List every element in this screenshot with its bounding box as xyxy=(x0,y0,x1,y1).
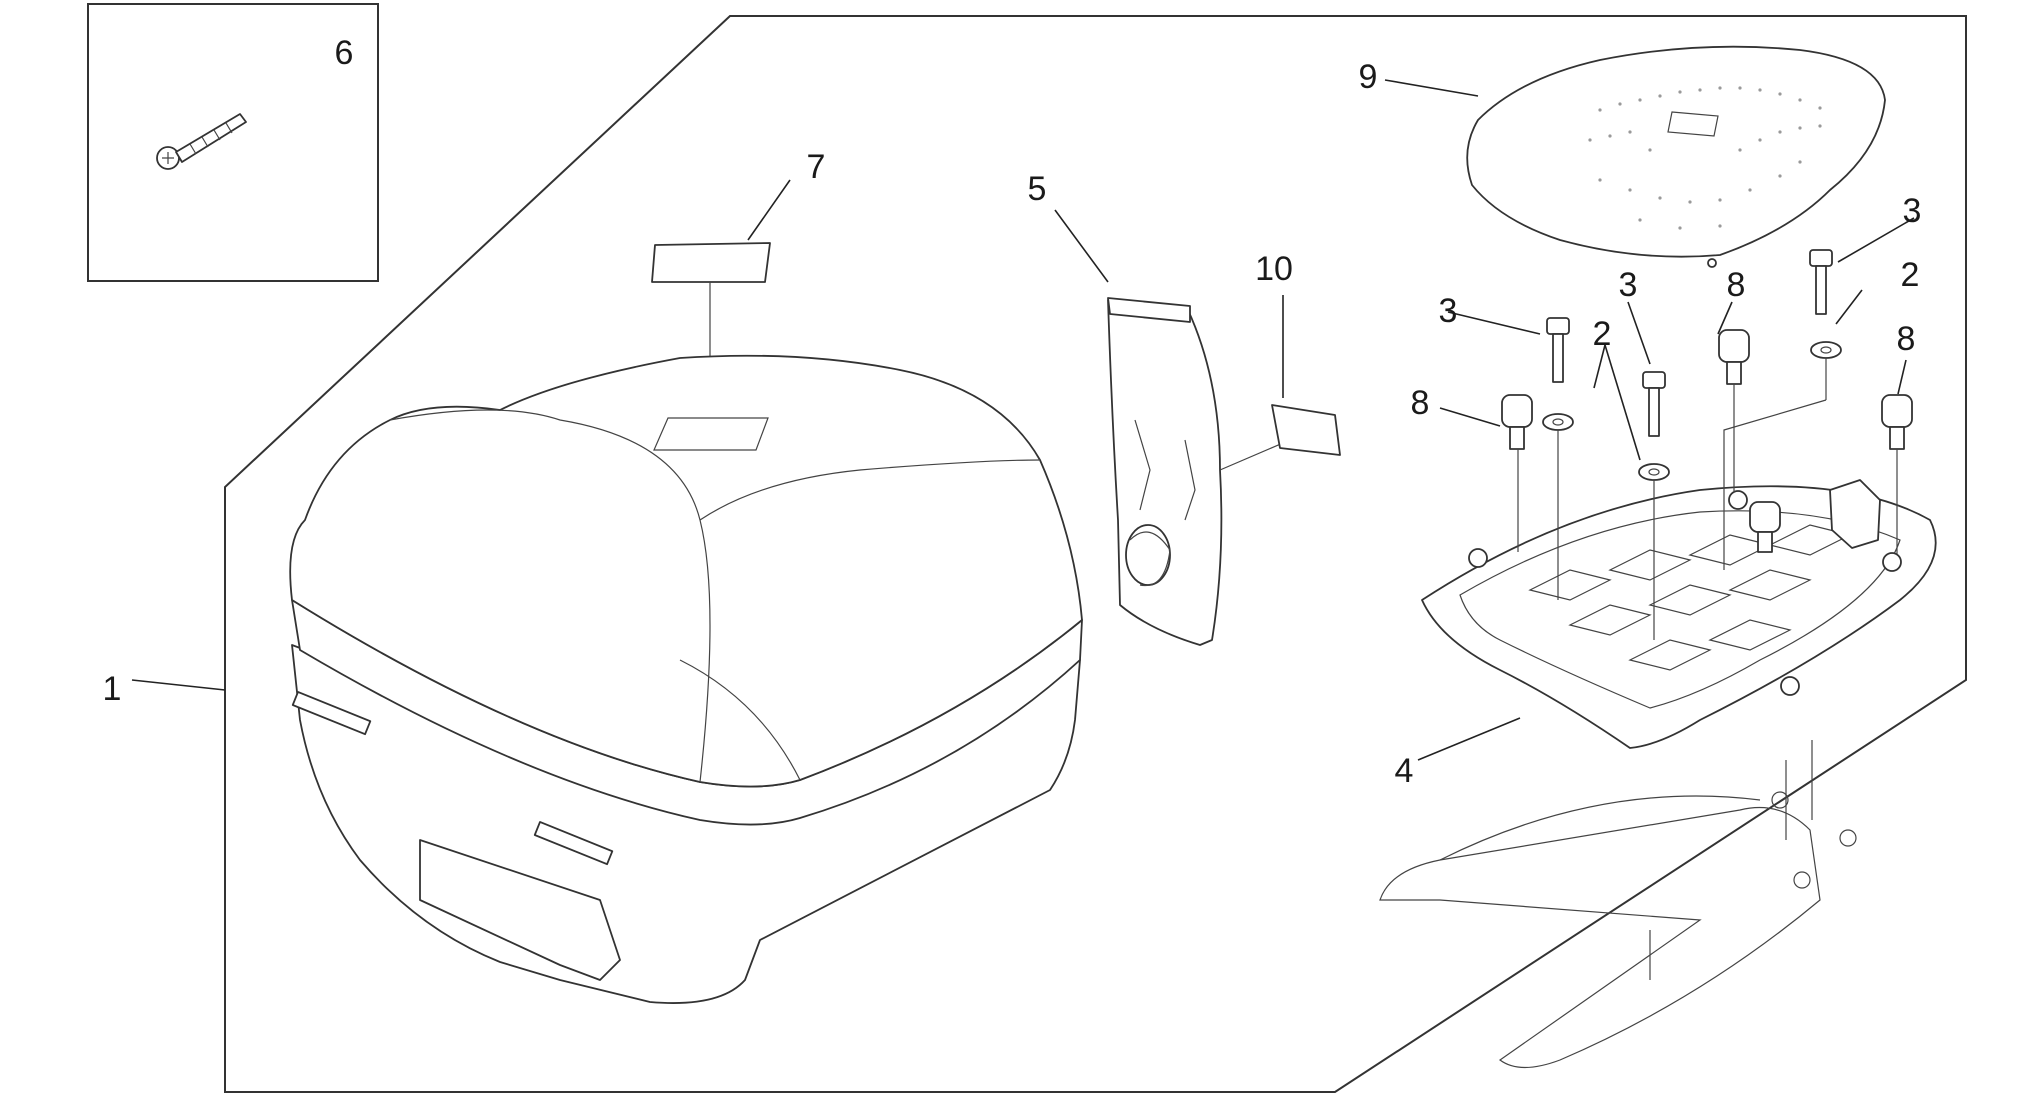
kit-boundary-frame xyxy=(224,15,1967,1093)
hardware-knobs xyxy=(1501,329,1913,553)
part-1-top-case xyxy=(289,354,1083,1004)
part-10-pad xyxy=(1271,404,1341,456)
part-9-backrest-pad xyxy=(1466,45,1886,268)
callout-2-center: 2 xyxy=(1593,315,1612,353)
part-5-back-panel xyxy=(1107,297,1291,646)
base-honeycomb-cells xyxy=(1528,524,1852,671)
bolt-3-right xyxy=(1809,249,1833,315)
callout-9: 9 xyxy=(1359,58,1378,96)
part-4-base-plate xyxy=(1421,479,1937,749)
hardware-washers xyxy=(1542,341,1842,481)
knob-base xyxy=(1749,501,1781,553)
callout-8-right: 8 xyxy=(1897,320,1916,358)
bolt-3-center xyxy=(1642,371,1666,437)
callout-3-left: 3 xyxy=(1439,292,1458,330)
callout-1: 1 xyxy=(103,670,122,708)
callout-2-right: 2 xyxy=(1901,256,1920,294)
hardware-bolts xyxy=(1546,249,1833,437)
callout-4: 4 xyxy=(1395,752,1414,790)
knob-8-right xyxy=(1881,394,1913,450)
mounting-rack xyxy=(1379,791,1857,1069)
callout-3-right: 3 xyxy=(1903,192,1922,230)
callout-5: 5 xyxy=(1028,170,1047,208)
callout-8-left: 8 xyxy=(1411,384,1430,422)
leader-lines xyxy=(131,79,1915,761)
callout-labels: 1 2 2 3 3 3 4 5 6 7 8 8 8 9 10 xyxy=(103,34,1922,790)
callout-7: 7 xyxy=(807,148,826,186)
backrest-texture xyxy=(1588,86,1822,230)
screw-inset-box xyxy=(87,3,379,282)
bolt-3-left xyxy=(1546,317,1570,383)
callout-10: 10 xyxy=(1255,250,1293,288)
knob-8-center xyxy=(1718,329,1750,385)
knob-8-left xyxy=(1501,394,1533,450)
callout-6: 6 xyxy=(335,34,354,72)
callout-8-center: 8 xyxy=(1727,266,1746,304)
part-6-screw xyxy=(156,113,247,170)
callout-3-center: 3 xyxy=(1619,266,1638,304)
assembly-guide-lines xyxy=(1517,358,1898,980)
